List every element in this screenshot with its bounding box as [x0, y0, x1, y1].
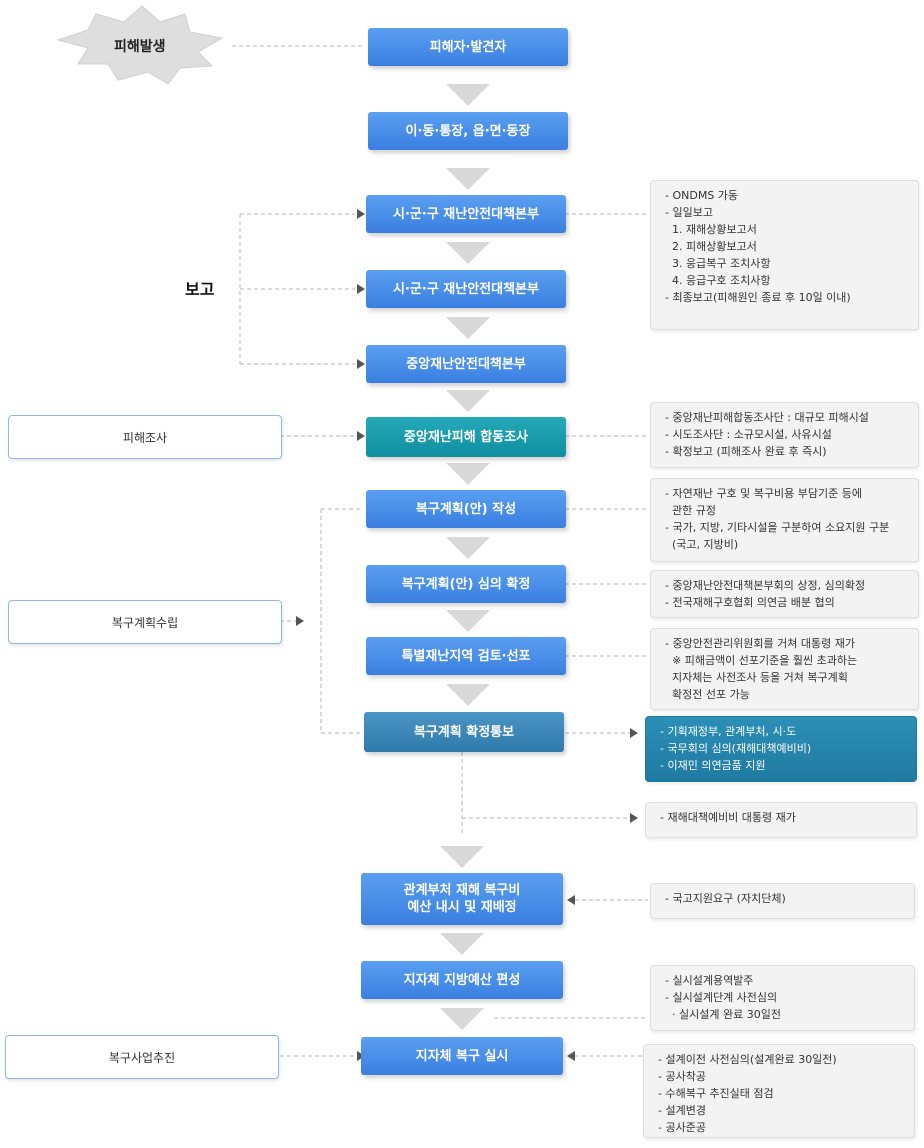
- note-line: - 국가, 지방, 기타시설을 구분하여 소요지원 구분: [665, 521, 890, 534]
- note-line: - 확정보고 (피해조사 완료 후 즉시): [665, 445, 827, 458]
- note-line: - 중앙안전관리위원회를 거쳐 대통령 재가: [665, 637, 855, 650]
- report-label: 보고: [185, 280, 215, 299]
- note-line: - 설계이전 사전심의(설계완료 30일전): [658, 1053, 837, 1066]
- note-line: · 실시설계 완료 30일전: [665, 1008, 781, 1021]
- note-line: (국고, 지방비): [665, 538, 739, 551]
- note-line: - 국고지원요구 (자치단체): [665, 892, 786, 905]
- note-line: - 기획재정부, 관계부처, 시·도: [660, 725, 797, 738]
- note-line: 관한 규정: [665, 504, 716, 517]
- note-line: - 재해대책예비비 대통령 재가: [660, 811, 796, 824]
- note-line: - 시도조사단 : 소규모시설, 사유시설: [665, 428, 832, 441]
- flow-arrow: [440, 846, 484, 868]
- side-recovery-project: 복구사업추진: [5, 1035, 279, 1079]
- note-reserve-fund: - 재해대책예비비 대통령 재가: [645, 802, 917, 838]
- flow-arrow: [446, 168, 490, 190]
- note-line: - 중앙재난안전대책본부회의 상정, 심의확정: [665, 579, 866, 592]
- note-line: 3. 응급복구 조치사항: [665, 257, 771, 270]
- note-design-review: - 실시설계용역발주 - 실시설계단계 사전심의 · 실시설계 완료 30일전: [650, 965, 915, 1031]
- note-line: - 국무회의 심의(재해대책예비비): [660, 742, 812, 755]
- step-local-hq-1: 시·군·구 재난안전대책본부: [366, 195, 566, 233]
- note-plan-notice: - 기획재정부, 관계부처, 시·도 - 국무회의 심의(재해대책예비비) - 이재…: [645, 716, 917, 782]
- note-line: - 이재민 의연금품 지원: [660, 759, 766, 772]
- note-plan-draft: - 자연재난 구호 및 복구비용 부담기준 등에 관한 규정 - 국가, 지방, …: [650, 478, 919, 562]
- note-plan-review: - 중앙재난안전대책본부회의 상정, 심의확정 - 전국재해구호협회 의연금 배분…: [650, 570, 919, 618]
- burst-shape: [56, 5, 224, 85]
- step-local-budget: 지자체 지방예산 편성: [361, 961, 563, 999]
- step-village-head: 이·동·통장, 읍·면·동장: [368, 112, 568, 150]
- step-plan-draft: 복구계획(안) 작성: [366, 490, 566, 528]
- flow-arrow: [446, 317, 490, 339]
- note-line: - 일일보고: [665, 206, 713, 219]
- side-damage-survey: 피해조사: [8, 415, 282, 459]
- flow-arrow: [440, 1008, 484, 1030]
- step-plan-notice: 복구계획 확정통보: [364, 712, 564, 752]
- step-joint-survey: 중앙재난피해 합동조사: [366, 417, 566, 457]
- flow-arrow: [446, 390, 490, 412]
- note-line: - 자연재난 구호 및 복구비용 부담기준 등에: [665, 487, 862, 500]
- note-line: 지자체는 사전조사 등을 거쳐 복구계획: [665, 671, 848, 684]
- note-line: - 중앙재난피해합동조사단 : 대규모 피해시설: [665, 411, 869, 424]
- step-budget-allocation: 관계부처 재해 복구비 예산 내시 및 재배정: [361, 873, 563, 925]
- note-line: 1. 재해상황보고서: [665, 223, 757, 236]
- note-line: - 전국재해구호협회 의연금 배분 협의: [665, 596, 835, 609]
- step-local-hq-2: 시·군·구 재난안전대책본부: [366, 270, 566, 308]
- flow-arrow: [446, 463, 490, 485]
- step-special-zone: 특별재난지역 검토·선포: [366, 637, 566, 675]
- note-line: - 수해복구 추진실태 점검: [658, 1087, 774, 1100]
- side-recovery-plan: 복구계획수립: [8, 600, 282, 644]
- flow-arrow: [446, 242, 490, 264]
- note-line: ※ 피해금액이 선포기준을 훨씬 초과하는: [665, 654, 858, 667]
- note-survey: - 중앙재난피해합동조사단 : 대규모 피해시설 - 시도조사단 : 소규모시설,…: [650, 402, 919, 468]
- note-line: 4. 응급구호 조치사항: [665, 274, 771, 287]
- flow-arrow: [440, 933, 484, 955]
- note-line: 확정전 선포 가능: [665, 688, 750, 701]
- note-line: - 공사준공: [658, 1121, 706, 1134]
- note-line: - 설계변경: [658, 1104, 706, 1117]
- step-victim-finder: 피해자·발견자: [368, 28, 568, 66]
- flow-arrow: [446, 610, 490, 632]
- flow-arrow: [446, 684, 490, 706]
- note-special-zone: - 중앙안전관리위원회를 거쳐 대통령 재가 ※ 피해금액이 선포기준을 훨씬 …: [650, 628, 919, 710]
- flow-arrow: [446, 84, 490, 106]
- note-recovery-execution: - 설계이전 사전심의(설계완료 30일전) - 공사착공 - 수해복구 추진실태 …: [643, 1044, 915, 1138]
- note-national-support: - 국고지원요구 (자치단체): [650, 883, 915, 919]
- note-line: - ONDMS 가동: [665, 189, 739, 202]
- step-local-recovery: 지자체 복구 실시: [361, 1037, 563, 1075]
- note-line: - 실시설계단계 사전심의: [665, 991, 778, 1004]
- step-central-hq: 중앙재난안전대책본부: [366, 345, 566, 383]
- note-line: 2. 피해상황보고서: [665, 240, 757, 253]
- note-line: - 실시설계용역발주: [665, 974, 754, 987]
- note-line: - 공사착공: [658, 1070, 706, 1083]
- start-label: 피해발생: [114, 39, 166, 55]
- note-report: - ONDMS 가동 - 일일보고 1. 재해상황보고서 2. 피해상황보고서 3…: [650, 180, 919, 330]
- note-line: - 최종보고(피해원인 종료 후 10일 이내): [665, 291, 851, 304]
- step-plan-review: 복구계획(안) 심의 확정: [366, 565, 566, 603]
- flow-arrow: [446, 537, 490, 559]
